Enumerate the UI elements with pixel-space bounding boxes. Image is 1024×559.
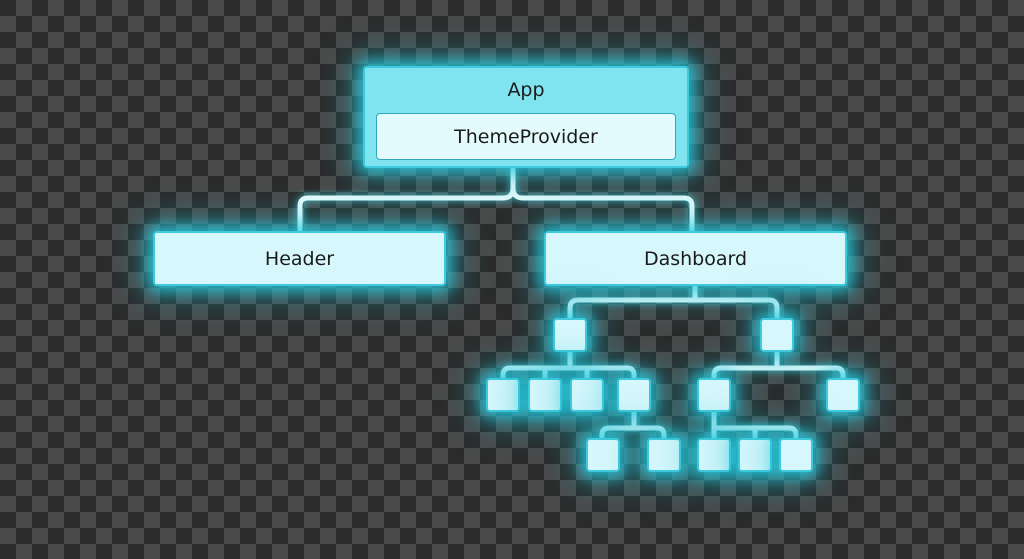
node-level2 <box>617 378 651 412</box>
node-level2 <box>570 378 604 412</box>
node-level3 <box>738 438 772 472</box>
connector-left-l2-children <box>599 412 667 438</box>
node-level2 <box>697 378 731 412</box>
node-dashboard: Dashboard <box>544 231 847 286</box>
node-level3 <box>586 438 620 472</box>
node-dashboard-child <box>760 318 794 352</box>
node-level2 <box>486 378 520 412</box>
connector-dashboard-l1 <box>567 286 780 318</box>
node-level2 <box>826 378 860 412</box>
node-level3 <box>697 438 731 472</box>
connector-app-header <box>297 168 516 231</box>
node-header: Header <box>153 231 446 286</box>
node-app: App ThemeProvider <box>363 66 689 168</box>
connector-app-dashboard <box>510 187 695 231</box>
node-theme-provider: ThemeProvider <box>376 113 676 160</box>
connector-right-l1-children <box>711 352 846 378</box>
node-level3 <box>647 438 681 472</box>
node-level2 <box>528 378 562 412</box>
node-dashboard-child <box>553 318 587 352</box>
connector-right-l2-children <box>711 412 799 438</box>
node-header-label: Header <box>264 247 335 270</box>
node-level3 <box>779 438 813 472</box>
node-dashboard-label: Dashboard <box>643 247 748 270</box>
node-app-label: App <box>507 79 545 101</box>
connector-left-l1-children <box>500 352 637 378</box>
